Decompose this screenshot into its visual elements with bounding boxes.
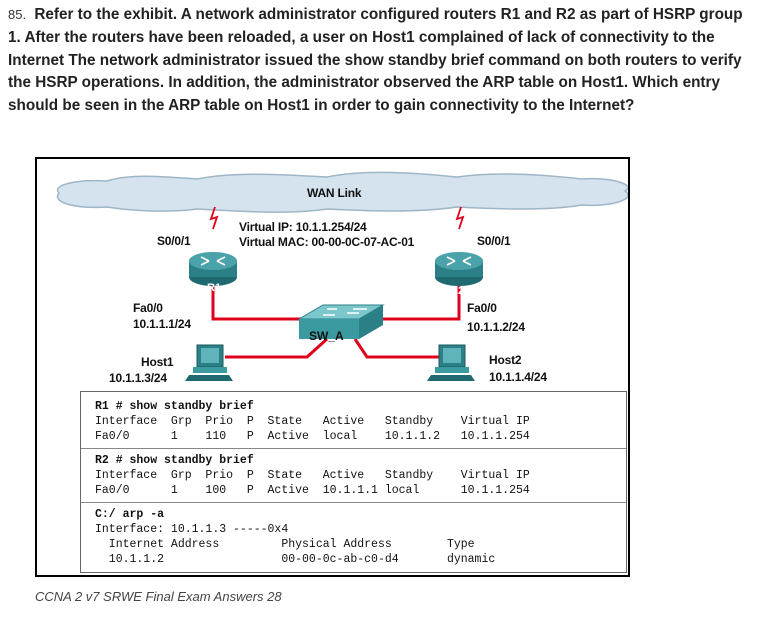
arp-command: C:/ arp -a <box>95 508 165 521</box>
r1-ip-label: 10.1.1.1/24 <box>133 317 191 331</box>
arp-interface: Interface: 10.1.1.3 -----0x4 <box>95 523 289 536</box>
r1-fa-label: Fa0/0 <box>133 301 163 315</box>
host1-ip: 10.1.1.3/24 <box>109 371 167 385</box>
cli-divider <box>81 502 626 503</box>
virtual-mac-label: Virtual MAC: 00-00-0C-07-AC-01 <box>239 235 415 249</box>
link-host2-switch <box>353 338 439 359</box>
host2-name: Host2 <box>489 353 522 367</box>
link-r1-switch <box>211 277 315 321</box>
r2-serial-label: S0/0/1 <box>477 234 511 248</box>
host2-ip: 10.1.1.4/24 <box>489 370 547 384</box>
r1-row: Fa0/0 1 110 P Active local 10.1.1.2 10.1… <box>95 430 530 443</box>
link-r2-switch <box>377 277 461 321</box>
host2-pc-icon <box>427 344 475 381</box>
r2-header: Interface Grp Prio P State Active Standb… <box>95 469 530 482</box>
r2-name: R2 <box>450 285 465 297</box>
arp-row: 10.1.1.2 00-00-0c-ab-c0-d4 dynamic <box>95 553 496 566</box>
exhibit: WAN Link Virtual IP: 10.1.1.254/24 Virtu… <box>35 157 630 577</box>
router-r1-icon <box>189 252 237 286</box>
serial-link-r1-icon <box>209 206 219 230</box>
r1-name: R1 <box>207 282 222 294</box>
topology-diagram <box>56 171 628 381</box>
arp-header: Internet Address Physical Address Type <box>95 538 475 551</box>
r1-serial-label: S0/0/1 <box>157 234 191 248</box>
switch-name: SW_A <box>309 329 344 343</box>
switch-sw-a-icon <box>297 304 385 339</box>
serial-link-r2-icon <box>455 206 465 230</box>
wan-cloud <box>56 171 628 213</box>
router-r2-icon <box>435 252 483 286</box>
host1-pc-icon <box>185 344 233 381</box>
host1-name: Host1 <box>141 355 174 369</box>
r2-fa-label: Fa0/0 <box>467 301 497 315</box>
r2-command: R2 # show standby brief <box>95 454 254 467</box>
wan-link-label: WAN Link <box>307 186 362 200</box>
link-host1-switch <box>225 337 329 359</box>
cli-divider <box>81 448 626 449</box>
cli-output: R1 # show standby brief Interface Grp Pr… <box>80 391 627 573</box>
question-text: Refer to the exhibit. A network administ… <box>8 6 743 115</box>
question: 85. Refer to the exhibit. A network admi… <box>8 4 753 118</box>
r2-ip-label: 10.1.1.2/24 <box>467 320 525 334</box>
r1-command: R1 # show standby brief <box>95 400 254 413</box>
r1-header: Interface Grp Prio P State Active Standb… <box>95 415 530 428</box>
virtual-ip-label: Virtual IP: 10.1.1.254/24 <box>239 220 367 234</box>
caption: CCNA 2 v7 SRWE Final Exam Answers 28 <box>35 589 282 604</box>
r2-row: Fa0/0 1 100 P Active 10.1.1.1 local 10.1… <box>95 484 530 497</box>
question-number: 85. <box>8 7 27 22</box>
